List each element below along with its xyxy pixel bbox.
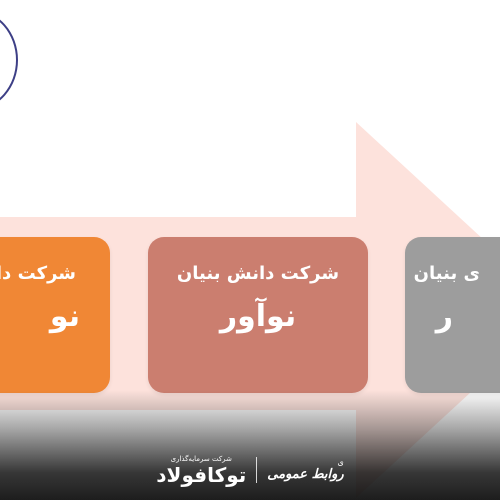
watermark-company-name: توکافولاد [156,462,247,487]
stage-card-3: ی بنیان ر [405,237,500,393]
watermark-pr-sub: ی [337,458,344,467]
stage-card-1: شرکت دا نو [0,237,110,393]
watermark-company-logo: شرکت سرمایه‌گذاری توکافولاد [156,454,247,487]
watermark-public-relations: ی روابط عمومی [267,458,343,482]
stage-card-2-title: شرکت دانش بنیان [176,263,340,284]
stage-card-1-title: شرکت دا [0,263,76,284]
stage-card-2: شرکت دانش بنیان نوآور [148,237,368,393]
watermark-company-sub: شرکت سرمایه‌گذاری [170,454,232,463]
watermark-divider [256,457,258,483]
stage-card-2-label: نوآور [219,299,297,334]
bottom-dark-gradient [0,390,500,500]
brand-watermark: ی روابط عمومی شرکت سرمایه‌گذاری توکافولا… [0,450,500,490]
stage-card-3-title: ی بنیان [413,263,480,284]
stage-card-1-label: نو [49,299,80,334]
stage-card-3-label: ر [435,299,453,334]
watermark-pr-text: روابط عمومی [267,467,344,482]
